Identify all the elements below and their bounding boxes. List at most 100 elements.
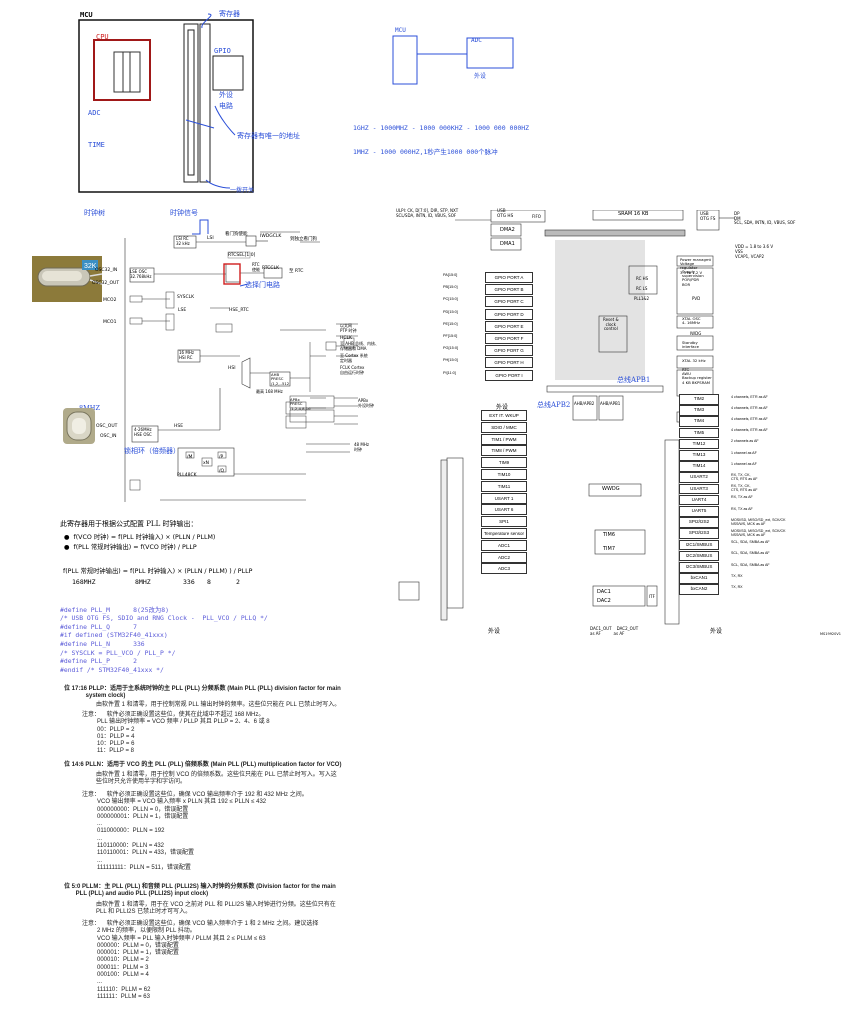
lsi-label: LSI: [207, 236, 214, 241]
hsi-label: HSI: [228, 366, 236, 371]
code-line: #define PLL_P 2: [60, 657, 137, 666]
hse-osc-label: 4-26MHz HSE OSC: [134, 427, 152, 437]
mcu-register-sketch: [78, 13, 254, 193]
apb-presc-label: APBx PRESC /1,2,4,8,16: [290, 397, 311, 411]
pll-freq-label: 锁相环（倍频器）: [124, 447, 180, 455]
right-peripheral-pins: 2 channels as AF: [731, 439, 759, 444]
right-peripheral-pins: TX, RX: [731, 584, 743, 589]
left-peripheral-block: USART 1: [481, 492, 527, 504]
mcu2-label: MCU: [395, 27, 406, 34]
select-gate-label: 选择门电路: [245, 281, 280, 289]
code-line: #define PLL_M 8(25改为8): [60, 605, 169, 614]
osc-in-label: OSC_IN: [100, 434, 117, 439]
figure-id: MS19920V1: [820, 632, 841, 636]
left-peripheral-block: TIM9: [481, 457, 527, 469]
gpio-port-block: GPIO PORT B: [485, 284, 533, 296]
pllp-body: 由软件置 1 和清零，用于控制常规 PLL 输出时钟的频率。这些位只能在 PLL…: [96, 702, 341, 708]
right-peripheral-pins: 4 channels, ETR as AF: [731, 405, 768, 410]
to-cortex-label: 至 Cortex 系统 定时器: [340, 353, 368, 363]
lsi-rc-label: LSI RC 32 kHz: [176, 236, 190, 246]
ahb-apb1-block: AHB/APB1: [600, 401, 621, 406]
pll48ck-label: PLL48CK: [177, 473, 197, 478]
tim6-block: TIM6: [603, 532, 616, 538]
code-line: #define PLL_N 336: [60, 639, 145, 648]
gpio-port-pins: PD[15:0]: [443, 309, 458, 314]
lse-osc-label: LSE OSC 32.768kHz: [130, 269, 152, 279]
supply-block: Supply supervision POR/PDR BOR: [682, 269, 704, 287]
standby-block: Standby interface: [682, 340, 699, 350]
dma1-block: DMA1: [500, 241, 515, 247]
rtc-enable-label: RTC 使能: [252, 262, 260, 272]
crystal-32k-text: 32K: [84, 263, 97, 270]
clock-tree-title: 时钟树: [84, 209, 105, 217]
right-peripheral-block: UART4: [679, 494, 719, 506]
to-rtc-label: 至 RTC: [289, 269, 304, 274]
left-peripheral-block: ADC1: [481, 539, 527, 551]
gpio-port-pins: PH[15:0]: [443, 358, 458, 363]
pll12-block: PLL1&2: [634, 296, 650, 301]
value-8mhz: 8MHZ: [135, 578, 151, 586]
left-peripheral-block: TIM10: [481, 469, 527, 480]
apbx-label: APBx 外设时钟: [358, 398, 374, 408]
gpio-port-pins: PI[11:0]: [443, 370, 456, 375]
iwdgclk-label: IWDGCLK: [260, 234, 282, 239]
left-peripheral-block: ADC3: [481, 563, 527, 575]
value-pllm: 8: [207, 578, 211, 586]
gpio-label: GPIO: [214, 47, 231, 55]
rc-hs-block: RC HS: [636, 276, 649, 281]
freq-note-1: 1GHZ - 1000MHZ - 1000 000KHZ - 1000 000 …: [353, 124, 530, 132]
peripheral2-label: 外设: [474, 73, 487, 80]
right-peripheral-block: SPI2/I2S2: [679, 517, 719, 528]
right-peripheral-pins: RX, TX as AF: [731, 506, 753, 511]
pll-bullet-2-text: f(PLL 常规时钟输出) = f(VCO 时钟) / PLLP: [73, 544, 197, 551]
right-peripheral-pins: 4 channels, ETR as AF: [731, 394, 768, 399]
gpio-port-block: GPIO PORT A: [485, 272, 533, 283]
gpio-port-pins: PE[15:0]: [443, 321, 458, 326]
right-peripheral-pins: RX, TX as AF: [731, 495, 753, 500]
gpio-port-pins: PA[15:0]: [443, 273, 458, 277]
rtcsel-label: RTCSEL[1:0]: [228, 253, 256, 258]
usb-otg-fs-block: USB OTG FS: [700, 211, 716, 221]
right-peripheral-pins: SCL, SDA, SMBA as AF: [731, 551, 770, 556]
osc-out-label: OSC_OUT: [96, 424, 118, 429]
right-peripheral-block: I2C1/SMBUS: [679, 539, 719, 551]
right-peripheral-block: I2C2/SMBUS: [679, 550, 719, 562]
left-peripheral-block: USART 6: [481, 504, 527, 516]
right-peripheral-block: TIM2: [679, 394, 719, 405]
right-peripheral-pins: MOSI/SD, MISO/SD_ext, SCK/CK NSS/WS, MCK…: [731, 528, 786, 537]
rtcclk-label: RTCCLK: [262, 266, 280, 271]
lse-label: LSE: [178, 308, 187, 313]
iwdg-enable-label: 看门狗使能: [225, 232, 248, 237]
clock-tree-diagram: [124, 219, 358, 502]
gpio-port-block: GPIO PORT G: [485, 345, 533, 357]
right-peripheral-block: bxCAN2: [679, 584, 719, 595]
reset-clock-block: Reset & clock control: [603, 317, 619, 331]
pll-p-label: /P: [219, 455, 224, 460]
code-line: #if defined (STM32F40_41xxx): [60, 631, 168, 640]
gpio-port-block: GPIO PORT D: [485, 308, 533, 320]
hclk-desc: 至 AHB 总线、内核、 存储器和 DMA: [340, 341, 380, 351]
left-peripheral-block: TIM11: [481, 480, 527, 492]
cpu-label: CPU: [96, 33, 109, 41]
right-peripheral-block: TIM3: [679, 405, 719, 416]
right-peripheral-block: TIM13: [679, 450, 719, 461]
adc2-label: ADC: [471, 37, 482, 44]
hse-rtc-label: HSE_RTC: [229, 308, 249, 313]
gpio-port-block: GPIO PORT C: [485, 296, 533, 308]
usb-otg-hs-block: USB OTG HS: [497, 208, 514, 218]
plln-heading: 位 14:6 PLLN：适用于 VCO 的主 PLL (PLL) 倍频系数 (M…: [64, 762, 342, 768]
rc-ls-block: RC LS: [636, 286, 648, 291]
mcu-adc-sketch: [392, 35, 514, 85]
right-peripheral-block: SPI3/I2S3: [679, 528, 719, 539]
clock-signal-label: 时钟信号: [170, 209, 198, 217]
ahb-presc-label: AHB PRESC /1,2,..512: [271, 372, 290, 386]
gpio-port-block: GPIO PORT H: [485, 357, 533, 369]
hse-label: HSE: [174, 424, 184, 429]
mco2-label: MCO2: [103, 298, 117, 303]
power-block: Power managmt Voltage regulator 3.3 to 1…: [680, 257, 712, 275]
pllp-heading: 位 17:16 PLLP：适用于主系统时钟的主 PLL (PLL) 分频系数 (…: [64, 686, 341, 700]
left-peripheral-block: TIM1 / PWM: [481, 433, 527, 445]
register-address-label: 寄存器有唯一的地址: [237, 132, 300, 140]
fclk-label: FCLK Cortex 自由运行时钟: [340, 365, 365, 375]
pvd-block: PVD: [692, 296, 701, 301]
